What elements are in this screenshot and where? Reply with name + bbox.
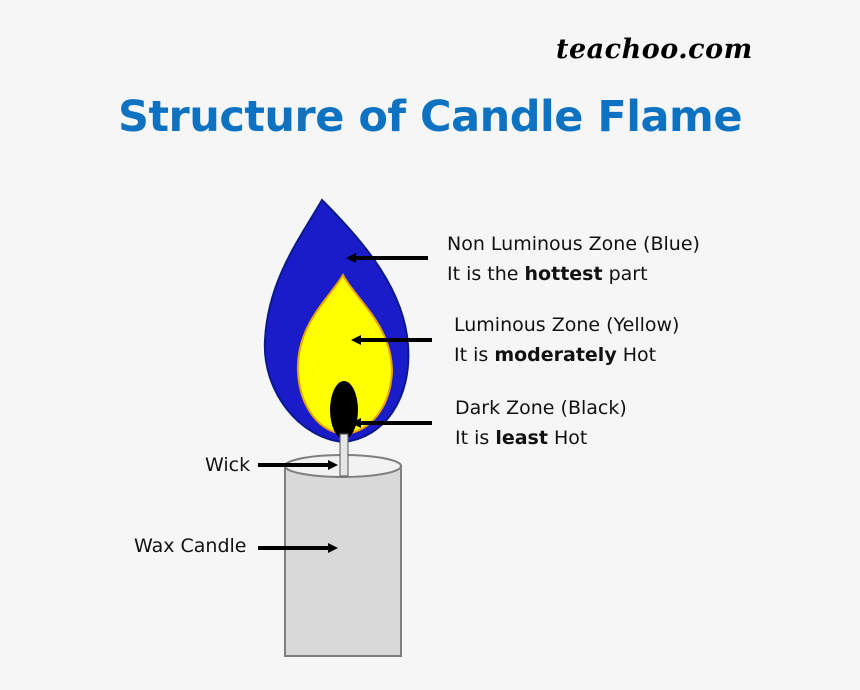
wax-candle-body bbox=[284, 465, 402, 657]
label-wick: Wick bbox=[205, 454, 251, 476]
brand-logo: teachoo.com bbox=[556, 34, 753, 65]
luminous-zone-name: Luminous Zone (Yellow) bbox=[454, 314, 680, 336]
wick bbox=[339, 433, 349, 477]
page-title: Structure of Candle Flame bbox=[118, 92, 743, 142]
label-dark-zone: Dark Zone (Black) It is least Hot bbox=[455, 393, 627, 453]
label-luminous-zone: Luminous Zone (Yellow) It is moderately … bbox=[454, 310, 679, 370]
luminous-zone-desc: It is moderately Hot bbox=[454, 344, 657, 366]
dark-zone-desc: It is least Hot bbox=[455, 427, 588, 449]
label-non-luminous-zone: Non Luminous Zone (Blue) It is the hotte… bbox=[447, 229, 700, 289]
label-wax-candle: Wax Candle bbox=[134, 535, 247, 557]
non-luminous-zone-desc: It is the hottest part bbox=[447, 263, 648, 285]
dark-zone-black bbox=[330, 381, 358, 439]
non-luminous-zone-name: Non Luminous Zone (Blue) bbox=[447, 233, 700, 255]
dark-zone-name: Dark Zone (Black) bbox=[455, 397, 627, 419]
